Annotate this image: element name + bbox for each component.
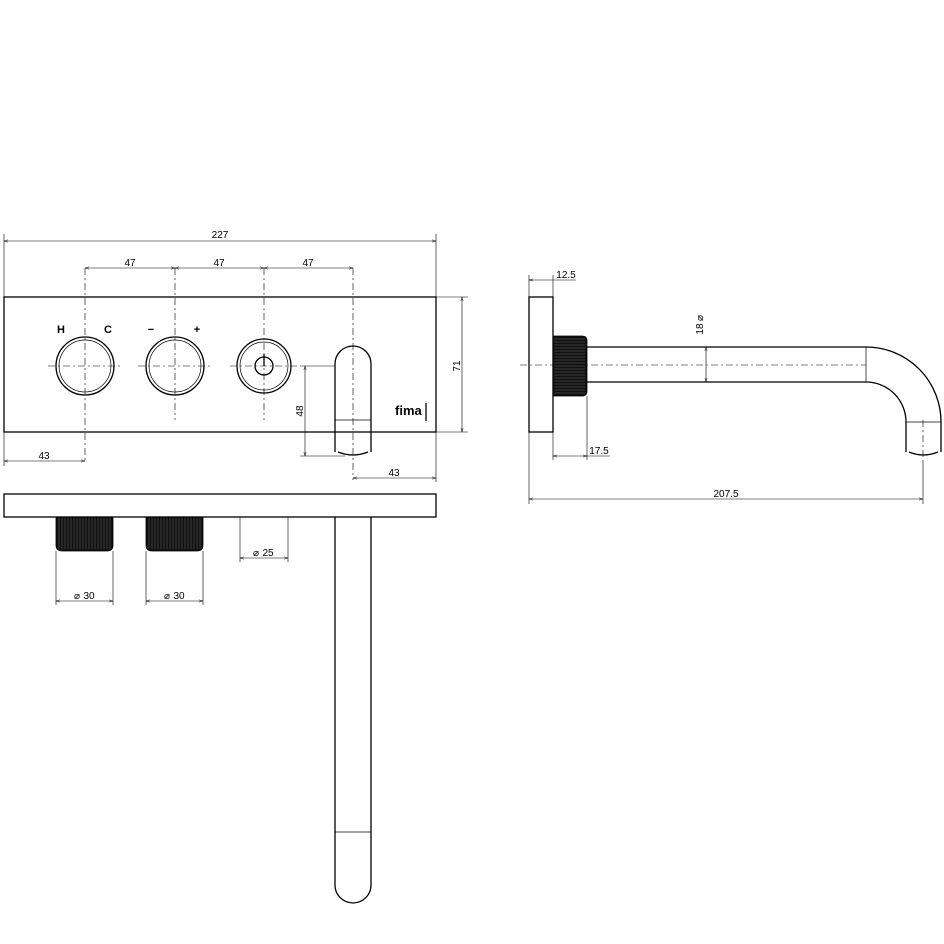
knob-label-minus: − xyxy=(148,324,154,336)
knurled-knob-2 xyxy=(145,516,204,552)
brand-logo: fima xyxy=(395,403,423,418)
dim-left-offset: 43 xyxy=(3,432,85,466)
svg-text:⌀: ⌀ xyxy=(74,591,80,602)
svg-text:12.5: 12.5 xyxy=(556,270,576,281)
svg-text:43: 43 xyxy=(38,451,50,462)
svg-text:⌀: ⌀ xyxy=(695,315,706,321)
side-knurled-knob xyxy=(552,335,588,397)
svg-text:47: 47 xyxy=(124,258,136,269)
knob-label-plus: + xyxy=(194,324,200,336)
dim-plate-thickness: 12.5 xyxy=(528,270,576,297)
dim-right-offset: 43 xyxy=(353,432,437,482)
svg-text:48: 48 xyxy=(295,405,306,417)
spout-front xyxy=(334,345,372,456)
top-view: ⌀ 30 ⌀ 30 ⌀ 25 xyxy=(3,493,437,904)
top-plate xyxy=(3,493,437,518)
svg-text:30: 30 xyxy=(173,591,185,602)
side-view: 12.5 ⌀ 18 17.5 207.5 xyxy=(520,270,942,504)
svg-text:18: 18 xyxy=(695,323,706,335)
dim-projection: 207.5 xyxy=(528,432,924,504)
dim-pipe-diameter: ⌀ 18 xyxy=(695,315,706,382)
dim-knob-depth: 17.5 xyxy=(552,396,610,460)
svg-text:⌀: ⌀ xyxy=(164,591,170,602)
svg-text:17.5: 17.5 xyxy=(589,446,609,457)
front-centerlines xyxy=(48,268,354,480)
front-view: H C − + fima 227 47 47 47 71 xyxy=(3,230,468,482)
dim-spacing-chain: 47 47 47 xyxy=(85,258,353,269)
spout-top xyxy=(334,517,372,904)
svg-text:47: 47 xyxy=(302,258,314,269)
knob-label-c: C xyxy=(104,324,112,336)
knob-label-h: H xyxy=(57,324,65,336)
svg-text:227: 227 xyxy=(212,230,229,241)
svg-text:⌀: ⌀ xyxy=(253,548,259,559)
front-plate xyxy=(3,296,437,433)
knurled-knob-1 xyxy=(55,516,114,552)
side-centerlines xyxy=(520,364,924,462)
svg-text:47: 47 xyxy=(213,258,225,269)
svg-text:43: 43 xyxy=(388,468,400,479)
svg-text:71: 71 xyxy=(452,360,463,372)
dim-button-diameter: ⌀ 25 xyxy=(239,517,289,562)
dim-spout-height: 48 xyxy=(295,365,345,457)
dim-overall-width: 227 xyxy=(3,230,437,297)
svg-text:25: 25 xyxy=(262,548,274,559)
svg-text:207.5: 207.5 xyxy=(713,489,738,500)
svg-text:30: 30 xyxy=(83,591,95,602)
dim-knob2-diameter: ⌀ 30 xyxy=(145,551,204,605)
side-plate xyxy=(528,296,554,433)
dim-height: 71 xyxy=(436,296,468,433)
dim-knob1-diameter: ⌀ 30 xyxy=(55,551,114,605)
side-spout xyxy=(587,346,942,456)
